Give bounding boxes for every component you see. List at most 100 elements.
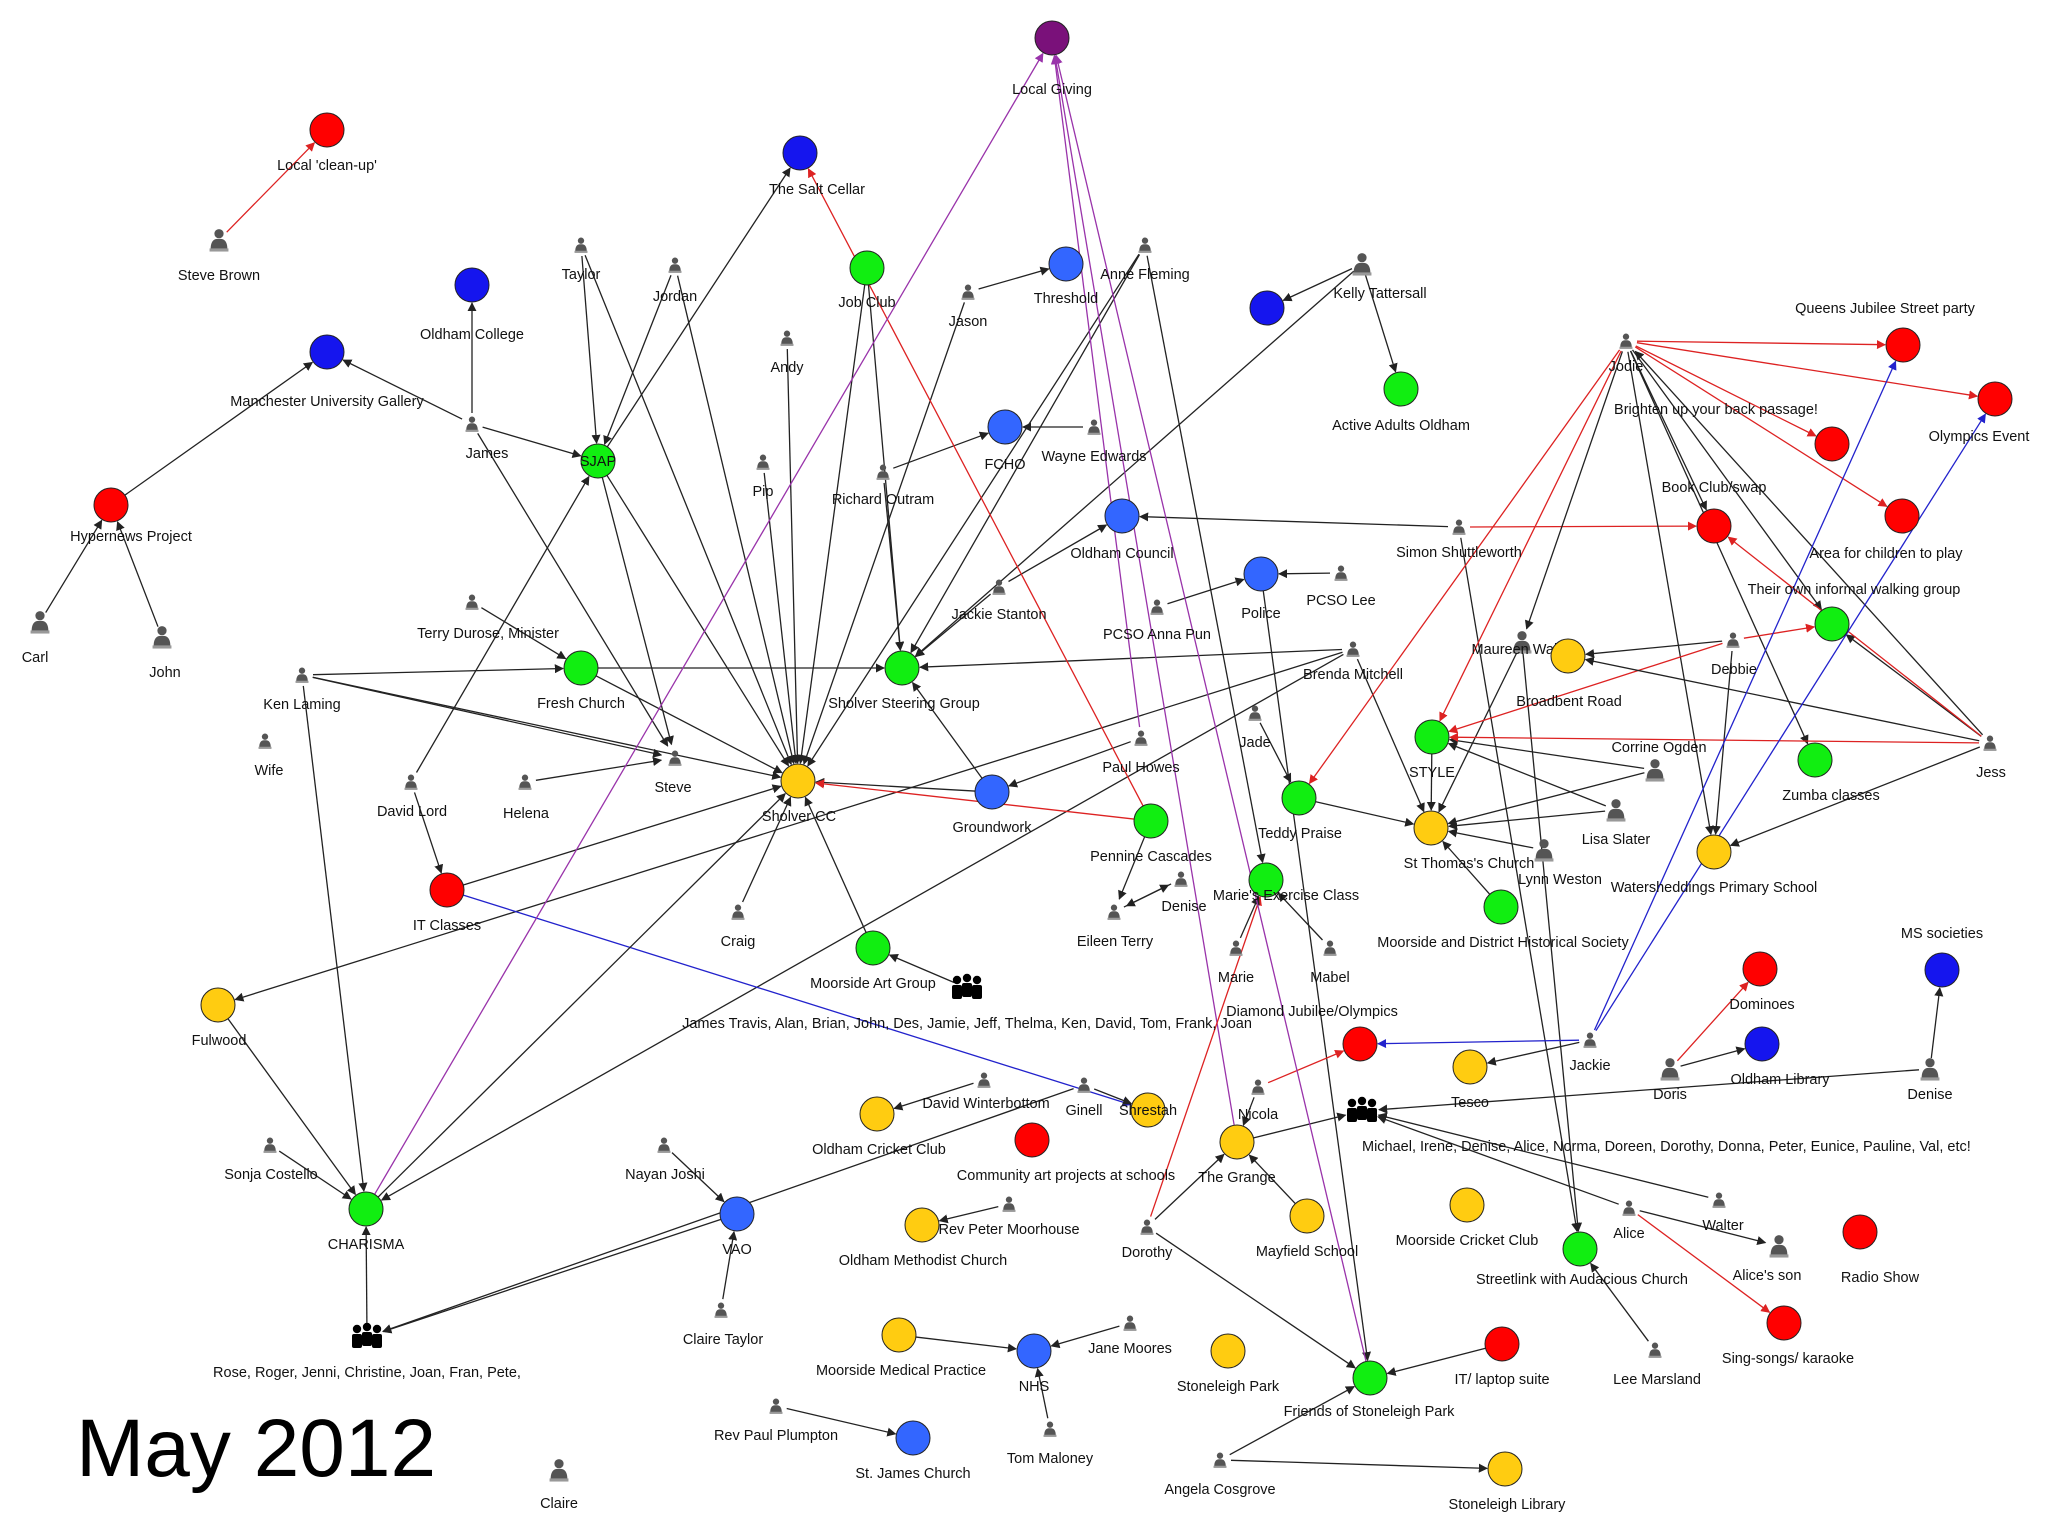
node-brighten[interactable]: Brighten up your back passage! [1614,402,1850,462]
node-lynn[interactable]: Lynn Weston [1518,839,1602,888]
node-carl[interactable]: Carl [22,611,50,666]
node-anne_fleming[interactable]: Anne Fleming [1100,237,1190,283]
node-simon[interactable]: Simon Shuttleworth [1396,519,1522,561]
node-dorothy[interactable]: Dorothy [1122,1219,1174,1261]
node-active_adults[interactable]: Active Adults Oldham [1332,371,1470,434]
node-walter[interactable]: Walter [1702,1192,1744,1234]
node-threshold[interactable]: Threshold [1034,246,1098,307]
node-stoneleigh_lib[interactable]: Stoneleigh Library [1449,1451,1567,1513]
node-pip[interactable]: Pip [753,454,774,500]
node-salt_cellar[interactable]: The Salt Cellar [769,135,865,198]
node-steve_brown[interactable]: Steve Brown [178,229,260,284]
node-rose_group[interactable]: Rose, Roger, Jenni, Christine, Joan, Fra… [213,1322,521,1381]
node-richard[interactable]: Richard Outram [832,464,934,508]
node-denise_right[interactable]: Denise [1907,1058,1953,1103]
node-jackie_stanton[interactable]: Jackie Stanton [951,579,1047,623]
node-tesco[interactable]: Tesco [1451,1049,1489,1111]
node-community_art[interactable]: Community art projects at schools [957,1122,1175,1184]
node-ginell[interactable]: Ginell [1065,1077,1103,1119]
node-charisma[interactable]: CHARISMA [328,1191,405,1253]
node-claire[interactable]: Claire [540,1459,578,1512]
node-lisa[interactable]: Lisa Slater [1582,799,1651,848]
node-style[interactable]: STYLE [1409,719,1455,781]
node-vao[interactable]: VAO [719,1196,755,1258]
node-eileen[interactable]: Eileen Terry [1077,904,1154,950]
node-st_thomas[interactable]: St Thomas's Church [1404,810,1535,872]
node-terry[interactable]: Terry Durose, Minister [417,594,559,642]
node-streetlink[interactable]: Streetlink with Audacious Church [1476,1231,1688,1288]
node-oldham_cricket[interactable]: Oldham Cricket Club [812,1096,946,1158]
node-pennine[interactable]: Pennine Cascades [1090,803,1212,865]
node-mabel[interactable]: Mabel [1310,940,1350,986]
node-oldham_library[interactable]: Oldham Library [1730,1026,1830,1088]
node-alice[interactable]: Alice [1613,1200,1645,1242]
node-fulwood[interactable]: Fulwood [192,987,247,1049]
node-hypernews[interactable]: Hypernews Project [70,487,192,545]
node-wayne[interactable]: Wayne Edwards [1041,419,1147,465]
node-marie[interactable]: Marie [1218,940,1254,986]
node-oldham_council[interactable]: Oldham Council [1070,498,1174,562]
node-alices_son[interactable]: Alice's son [1733,1235,1802,1284]
node-job_club[interactable]: Job Club [838,250,896,311]
node-broadbent[interactable]: Broadbent Road [1516,638,1622,710]
node-the_grange[interactable]: The Grange [1198,1124,1276,1186]
node-andy[interactable]: Andy [770,330,804,376]
node-moorside_art[interactable]: Moorside Art Group [810,930,936,992]
node-nhs[interactable]: NHS [1016,1333,1052,1395]
node-ms_societies[interactable]: MS societies [1901,926,1983,988]
node-jess[interactable]: Jess [1976,735,2006,781]
node-jackie[interactable]: Jackie [1569,1032,1611,1074]
node-rev_paul[interactable]: Rev Paul Plumpton [714,1398,838,1444]
node-jodie[interactable]: Jodie [1609,333,1644,375]
node-jordan[interactable]: Jordan [653,257,697,305]
node-angela[interactable]: Angela Cosgrove [1164,1452,1276,1498]
node-paul_howes[interactable]: Paul Howes [1102,730,1180,776]
node-nicola_p[interactable]: Nicola [1238,1079,1279,1123]
node-doris[interactable]: Doris [1653,1058,1687,1103]
node-local_giving[interactable]: Local Giving [1012,20,1092,98]
node-david_lord[interactable]: David Lord [377,774,447,820]
node-moorside_hist[interactable]: Moorside and District Historical Society [1377,889,1629,951]
node-art_group[interactable]: James Travis, Alan, Brian, John, Des, Ja… [682,973,1252,1032]
node-oldham_college[interactable]: Oldham College [420,267,524,343]
node-stoneleigh_park[interactable]: Stoneleigh Park [1177,1333,1280,1395]
node-watersheddings[interactable]: Watersheddings Primary School [1611,834,1818,896]
node-helena[interactable]: Helena [503,774,550,822]
node-walking_group[interactable]: Their own informal walking group [1748,582,1961,642]
node-ken[interactable]: Ken Laming [263,667,341,713]
node-steve[interactable]: Steve [654,750,692,796]
node-brenda[interactable]: Brenda Mitchell [1303,641,1403,683]
node-david_w[interactable]: David Winterbottom [922,1072,1050,1112]
node-maureen[interactable]: Maureen Walsh [1471,631,1573,658]
node-moorside_medical[interactable]: Moorside Medical Practice [816,1317,986,1379]
node-fcho[interactable]: FCHO [984,409,1026,473]
node-police[interactable]: Police [1241,556,1281,622]
node-denise_top[interactable]: Denise [1161,871,1207,915]
node-area_children[interactable]: Area for children to play [1809,498,1963,562]
node-marie_ex[interactable]: Marie's Exercise Class [1213,862,1359,904]
node-wife[interactable]: Wife [255,733,284,779]
node-taylor[interactable]: Taylor [562,237,601,283]
node-diamond_jubilee[interactable]: Diamond Jubilee/Olympics [1226,1004,1398,1062]
node-jane_moores[interactable]: Jane Moores [1088,1315,1172,1357]
node-nayan[interactable]: Nayan Joshi [625,1137,705,1183]
node-tom[interactable]: Tom Maloney [1007,1421,1094,1467]
node-sjap[interactable]: SJAP [580,443,616,479]
node-sholver_steering[interactable]: Sholver Steering Group [828,650,980,712]
node-lee[interactable]: Lee Marsland [1613,1342,1701,1388]
node-fresh_church[interactable]: Fresh Church [537,650,625,712]
node-sonja[interactable]: Sonja Costello [224,1137,318,1183]
node-claire_taylor[interactable]: Claire Taylor [683,1302,763,1348]
node-jason[interactable]: Jason [949,284,988,330]
node-methodist[interactable]: Oldham Methodist Church [839,1207,1007,1269]
node-zumba[interactable]: Zumba classes [1782,742,1880,804]
node-st_james[interactable]: St. James Church [855,1420,971,1482]
node-it_classes[interactable]: IT Classes [413,872,481,934]
node-sholver_cc[interactable]: Sholver CC [762,763,836,825]
node-shrestah[interactable]: Shrestah [1119,1092,1177,1128]
node-corrine[interactable]: Corrine Ogden [1611,740,1707,782]
node-olympics_event[interactable]: Olympics Event [1929,381,2030,445]
node-john[interactable]: John [149,626,181,681]
node-michael_group[interactable]: Michael, Irene, Denise, Alice, Norma, Do… [1347,1096,1971,1155]
node-singsongs[interactable]: Sing-songs/ karaoke [1722,1305,1854,1367]
